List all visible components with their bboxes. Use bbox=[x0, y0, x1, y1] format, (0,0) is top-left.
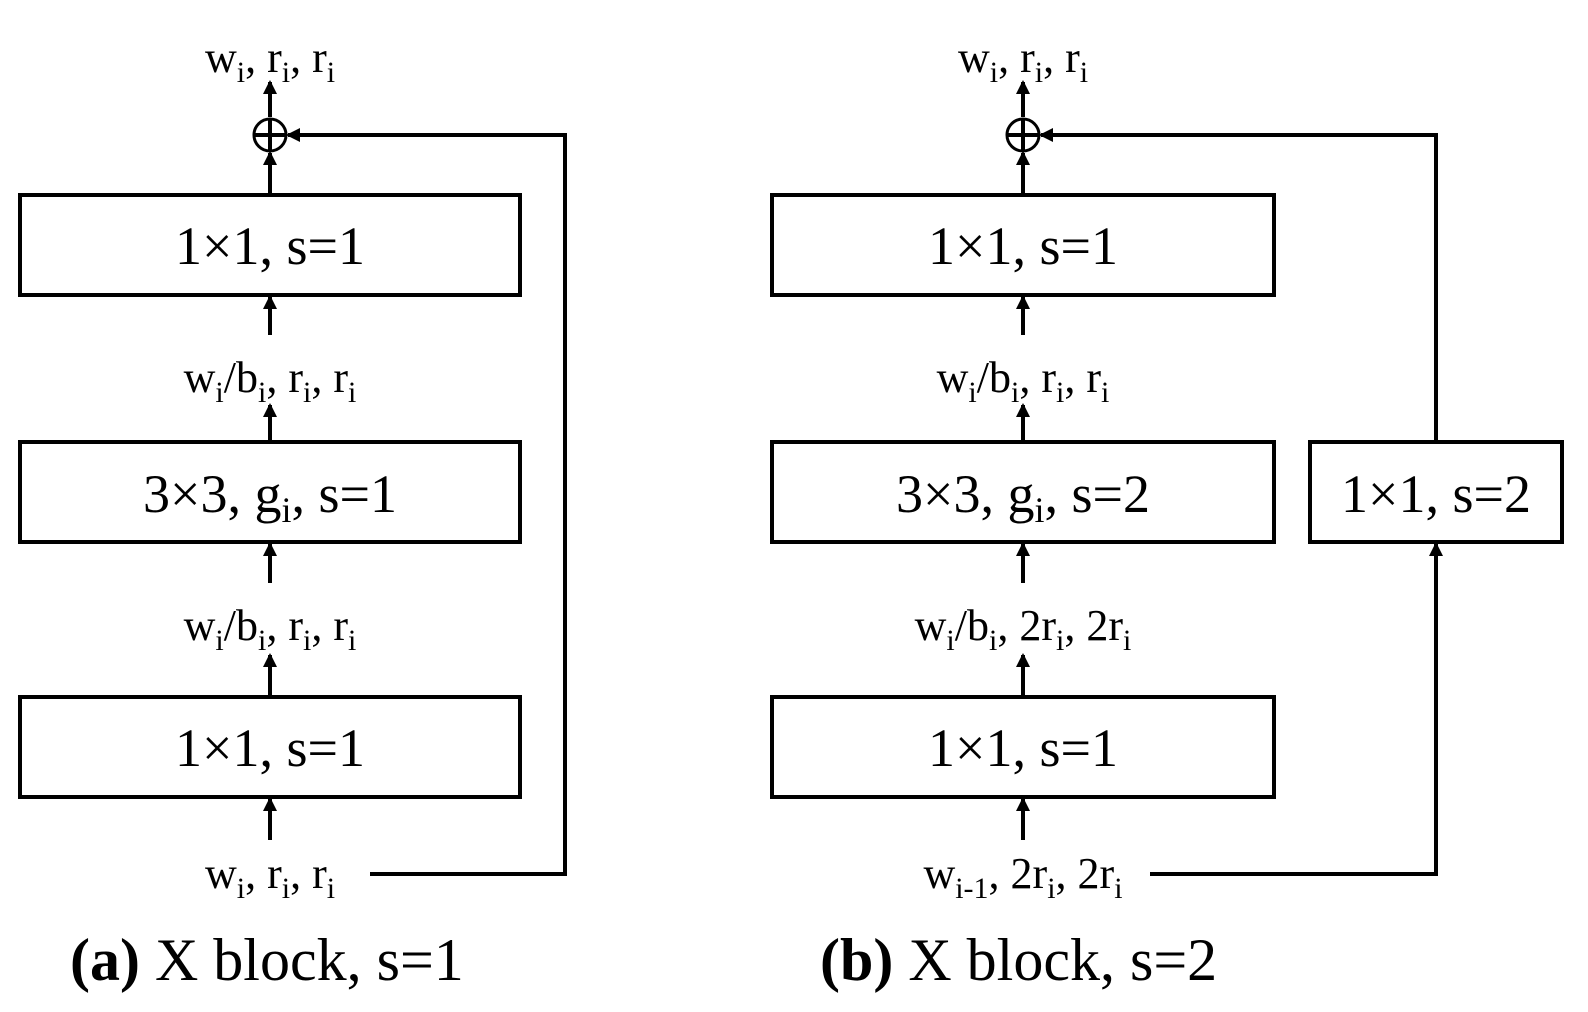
b-label-mid-upper: wi/bi, ri, ri bbox=[937, 353, 1110, 409]
panel-b: wi, ri, ri 1×1, s=1 wi/bi, ri, ri 3×3, g… bbox=[770, 33, 1564, 993]
b-bottom-box-label: 1×1, s=1 bbox=[928, 718, 1118, 778]
b-middle-box-label: 3×3, gi, s=2 bbox=[896, 464, 1150, 530]
b-shortcut-box bbox=[1308, 440, 1564, 544]
a-label-mid-lower: wi/bi, ri, ri bbox=[184, 601, 357, 657]
b-label-mid-lower: wi/bi, 2ri, 2ri bbox=[915, 601, 1132, 657]
a-top-box-label: 1×1, s=1 bbox=[175, 216, 365, 276]
b-top-box bbox=[770, 193, 1276, 297]
a-sum-node bbox=[252, 117, 288, 153]
b-caption: (b) X block, s=2 bbox=[820, 927, 1217, 993]
b-input-label: wi-1, 2ri, 2ri bbox=[923, 849, 1122, 905]
b-shortcut-box-label: 1×1, s=2 bbox=[1341, 464, 1531, 524]
b-sum-node bbox=[1005, 117, 1041, 153]
a-shortcut-connection bbox=[286, 128, 567, 876]
a-output-label: wi, ri, ri bbox=[205, 33, 335, 89]
b-shortcut-into-box bbox=[1150, 542, 1443, 876]
a-label-mid-upper: wi/bi, ri, ri bbox=[184, 353, 357, 409]
a-bottom-box bbox=[18, 695, 522, 799]
b-bottom-box bbox=[770, 695, 1276, 799]
b-top-box-label: 1×1, s=1 bbox=[928, 216, 1118, 276]
a-caption: (a) X block, s=1 bbox=[70, 927, 464, 993]
b-shortcut-to-sum bbox=[1039, 128, 1438, 442]
b-middle-box bbox=[770, 440, 1276, 544]
panel-a: wi, ri, ri 1×1, s=1 wi/bi, ri, ri 3×3, g… bbox=[18, 33, 567, 993]
a-bottom-box-label: 1×1, s=1 bbox=[175, 718, 365, 778]
b-output-label: wi, ri, ri bbox=[958, 33, 1088, 89]
a-middle-box-label: 3×3, gi, s=1 bbox=[143, 464, 397, 530]
a-input-label: wi, ri, ri bbox=[205, 849, 335, 905]
